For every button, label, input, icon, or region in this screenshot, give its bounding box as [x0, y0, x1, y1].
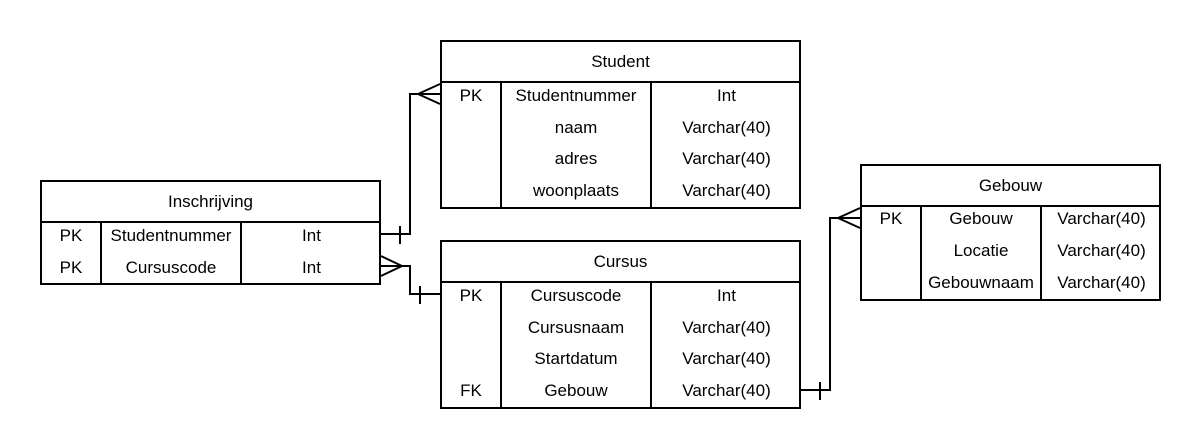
type-cell: Int [302, 258, 321, 277]
field-cell: Startdatum [534, 349, 618, 368]
type-cell: Varchar(40) [682, 118, 771, 137]
type-cell: Varchar(40) [682, 349, 771, 368]
key-cell: PK [59, 258, 83, 277]
type-cell: Int [717, 286, 736, 305]
entity-title: Cursus [442, 242, 799, 283]
column-divider [100, 221, 102, 283]
type-cell: Int [302, 226, 321, 245]
type-cell: Varchar(40) [682, 181, 771, 200]
key-cell: PK [59, 226, 83, 245]
type-cell: Varchar(40) [682, 381, 771, 400]
entity-student[interactable]: Student PK Studentnummer Int naam Varcha… [440, 40, 801, 209]
type-cell: Varchar(40) [1057, 273, 1146, 292]
column-divider [1040, 205, 1042, 299]
entity-title: Gebouw [862, 166, 1159, 207]
entity-cursus[interactable]: Cursus PK Cursuscode Int Cursusnaam Varc… [440, 240, 801, 409]
column-divider [920, 205, 922, 299]
entity-gebouw[interactable]: Gebouw PK Gebouw Varchar(40) Locatie Var… [860, 164, 1161, 301]
entity-title: Inschrijving [42, 182, 379, 223]
type-cell: Varchar(40) [1057, 209, 1146, 228]
key-cell: PK [459, 86, 483, 105]
relation-cursus-gebouw [801, 207, 861, 400]
field-cell: Gebouw [544, 381, 608, 400]
column-divider [500, 81, 502, 207]
type-cell: Varchar(40) [682, 318, 771, 337]
field-cell: woonplaats [532, 181, 619, 200]
relation-inschrijving-cursus [380, 255, 440, 304]
type-cell: Varchar(40) [1057, 241, 1146, 260]
key-cell: PK [459, 286, 483, 305]
field-cell: Cursuscode [125, 258, 217, 277]
type-cell: Int [717, 86, 736, 105]
field-cell: adres [554, 149, 598, 168]
column-divider [650, 281, 652, 407]
field-cell: naam [554, 118, 598, 137]
column-divider [650, 81, 652, 207]
entity-inschrijving[interactable]: Inschrijving PK Studentnummer Int PK Cur… [40, 180, 381, 285]
field-cell: Cursusnaam [527, 318, 625, 337]
type-cell: Varchar(40) [682, 149, 771, 168]
field-cell: Locatie [953, 241, 1009, 260]
column-divider [500, 281, 502, 407]
field-cell: Gebouw [949, 209, 1013, 228]
column-divider [240, 221, 242, 283]
field-cell: Cursuscode [530, 286, 622, 305]
field-cell: Gebouwnaam [928, 273, 1034, 292]
relation-inschrijving-student [381, 83, 441, 244]
key-cell: FK [460, 381, 482, 400]
key-cell: PK [879, 209, 903, 228]
field-cell: Studentnummer [110, 226, 232, 245]
entity-title: Student [442, 42, 799, 83]
field-cell: Studentnummer [515, 86, 637, 105]
